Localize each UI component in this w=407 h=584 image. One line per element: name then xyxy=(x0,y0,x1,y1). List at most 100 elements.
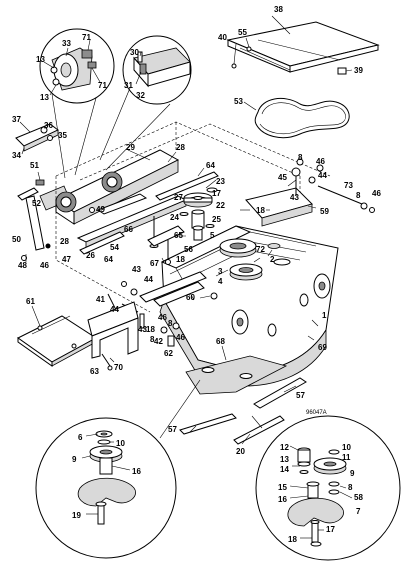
lift-lever-assembly xyxy=(17,171,71,262)
part-label: 10 xyxy=(116,439,125,448)
part-label: 9 xyxy=(72,455,77,464)
figure-code: 96047A xyxy=(306,410,327,416)
part-label: 49 xyxy=(96,205,105,214)
part-label: 67 xyxy=(150,259,159,268)
part-label: 62 xyxy=(164,349,173,358)
detail-circle-top-center xyxy=(122,35,192,105)
part-label: 24 xyxy=(170,213,179,222)
part-label: 64 xyxy=(104,255,113,264)
mount-bracket-70 xyxy=(87,301,139,371)
drive-belt xyxy=(243,97,350,139)
part-label: 60 xyxy=(186,293,195,302)
part-label: 46 xyxy=(158,313,167,322)
part-label: 8 xyxy=(168,319,173,328)
part-label: 36 xyxy=(44,121,53,130)
part-label: 9 xyxy=(350,469,355,478)
part-label: 64 xyxy=(206,161,215,170)
part-label: 18 xyxy=(146,325,155,334)
part-label: 55 xyxy=(238,28,247,37)
part-label: 66 xyxy=(124,225,133,234)
spindle-detail-right xyxy=(251,415,401,561)
part-label: 35 xyxy=(58,131,67,140)
part-label: 51 xyxy=(30,161,39,170)
part-label: 4 xyxy=(218,277,223,286)
part-label: 13 xyxy=(40,93,49,102)
part-label: 46 xyxy=(316,157,325,166)
part-label: 1 xyxy=(322,311,327,320)
part-label: 11 xyxy=(342,453,351,462)
part-label: 16 xyxy=(278,495,287,504)
part-label: 50 xyxy=(12,235,21,244)
blade-57-right xyxy=(253,377,307,409)
deck-frame-rails xyxy=(54,149,219,255)
part-label: 15 xyxy=(278,483,287,492)
part-label: 54 xyxy=(110,243,119,252)
part-label: 44 xyxy=(110,305,119,314)
part-number-labels: 38 40 55 3 9 53 33 71 13 71 13 30 31 32 3… xyxy=(12,5,381,544)
part-label: 44 xyxy=(144,275,153,284)
part-label: 48 xyxy=(18,261,27,270)
part-label: 22 xyxy=(216,201,225,210)
part-label: 28 xyxy=(60,237,69,246)
part-label: 57 xyxy=(296,391,305,400)
part-label: 8 xyxy=(150,335,155,344)
part-label: 3 xyxy=(218,267,223,276)
part-label: 57 xyxy=(168,425,177,434)
part-label: 13 xyxy=(280,455,289,464)
part-label: 68 xyxy=(216,337,225,346)
part-label: 71 xyxy=(98,81,107,90)
part-label: 23 xyxy=(216,177,225,186)
part-label: 17 xyxy=(326,525,335,534)
part-label: 28 xyxy=(176,143,185,152)
part-label: 46 xyxy=(176,333,185,342)
part-label: 38 xyxy=(274,5,283,14)
discharge-plate xyxy=(17,305,97,367)
part-label: 69 xyxy=(318,343,327,352)
part-label: 5 xyxy=(210,231,215,240)
part-label: 2 xyxy=(270,255,275,264)
part-label: 18 xyxy=(288,535,297,544)
part-label: 43 xyxy=(290,193,299,202)
part-label: 20 xyxy=(236,447,245,456)
part-label: 40 xyxy=(218,33,227,42)
part-label: 31 xyxy=(124,81,133,90)
part-label: 26 xyxy=(86,251,95,260)
part-label: 53 xyxy=(234,97,243,106)
part-label: 16 xyxy=(132,467,141,476)
part-label: 71 xyxy=(82,33,91,42)
part-label: 41 xyxy=(96,295,105,304)
part-label: 73 xyxy=(344,181,353,190)
part-label: 44 xyxy=(318,171,327,180)
part-label: 61 xyxy=(26,297,35,306)
part-label: 8 xyxy=(356,191,361,200)
part-label: 46 xyxy=(372,189,381,198)
spindle-detail-left xyxy=(35,379,201,559)
detail-circle-top-left xyxy=(39,28,115,104)
part-label: 25 xyxy=(212,215,221,224)
deck-cover-panel xyxy=(226,15,380,75)
part-label: 45 xyxy=(278,173,287,182)
part-label: 17 xyxy=(212,189,221,198)
part-label: 33 xyxy=(62,39,71,48)
part-label: 18 xyxy=(176,255,185,264)
part-label: 72 xyxy=(256,245,265,254)
part-label: 52 xyxy=(32,199,41,208)
part-label: 34 xyxy=(12,151,21,160)
deck-housing xyxy=(159,225,339,395)
part-label: 70 xyxy=(114,363,123,372)
blade-57-left xyxy=(179,413,237,435)
part-label: 46 xyxy=(40,261,49,270)
part-label: 18 xyxy=(256,206,265,215)
part-label: 14 xyxy=(280,465,289,474)
part-label: 37 xyxy=(12,115,21,124)
part-label: 43 xyxy=(138,325,147,334)
part-label: 32 xyxy=(136,91,145,100)
part-label: 30 xyxy=(130,48,139,57)
part-label: 43 xyxy=(132,265,141,274)
part-label: 29 xyxy=(126,143,135,152)
part-label: 59 xyxy=(320,207,329,216)
part-label: 63 xyxy=(90,367,99,376)
part-label: 65 xyxy=(174,231,183,240)
